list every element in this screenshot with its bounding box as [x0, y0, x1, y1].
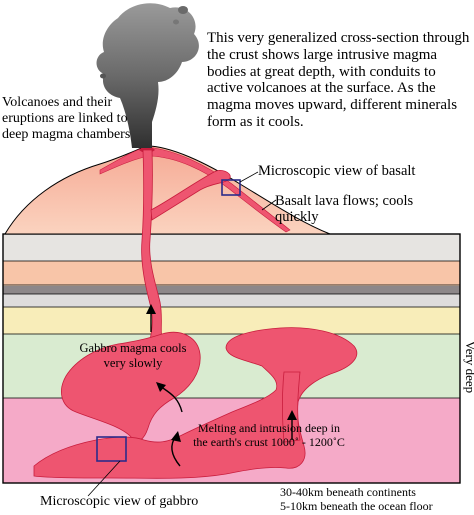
- side-conduit: [150, 170, 231, 221]
- stratum-upper-light-grey: [3, 234, 460, 261]
- ash-puff-icon: [100, 73, 106, 79]
- gabbro-leader-line: [87, 460, 121, 497]
- basalt-leader-line: [239, 171, 259, 183]
- stratum-lines: [3, 260, 460, 399]
- gabbro-magma-label: Gabbro magma cools very slowly: [79, 341, 187, 370]
- flow-arrow-icon: [287, 410, 297, 420]
- melting-note-label: Melting and intrusion deep in the earth'…: [193, 421, 345, 449]
- depth-note-ocean: 5-10km beneath the ocean floor: [280, 498, 433, 513]
- basalt-flow-leader-line: [261, 199, 277, 211]
- intrusion-stem: [282, 371, 301, 443]
- gabbro-view-label: Microscopic view of gabbro: [40, 494, 199, 509]
- basalt-sample-box-icon: [221, 179, 241, 196]
- lava-flow-right: [146, 146, 291, 233]
- basalt-view-label: Microscopic view of basalt: [258, 163, 416, 179]
- stratum-peach: [3, 261, 460, 285]
- flow-arrow-icon: [146, 304, 156, 314]
- description-text: This very generalized cross-section thro…: [207, 30, 470, 130]
- gabbro-sample-box-icon: [96, 436, 127, 462]
- stratum-dark-grey: [3, 286, 460, 294]
- depth-note-continents: 30-40km beneath continents: [280, 485, 416, 499]
- volcano: [4, 145, 331, 235]
- ash-puff-icon: [173, 19, 179, 25]
- flow-arrow-icon: [156, 382, 166, 392]
- depth-note: 30-40km beneath continents 5-10km beneat…: [280, 485, 433, 514]
- flow-arrowheads: [146, 304, 297, 442]
- flow-arrow-icon: [171, 431, 181, 442]
- stratum-pale-yellow: [3, 307, 460, 334]
- ash-puff-icon: [178, 6, 188, 14]
- magma-system: [33, 149, 358, 479]
- very-deep-label: Very deep: [463, 340, 474, 394]
- stratum-light-grey: [3, 294, 460, 307]
- volcano-note: Volcanoes and their eruptions are linked…: [2, 95, 131, 142]
- magnifier-boxes: [87, 171, 277, 497]
- ash-plume-icon: [96, 3, 199, 149]
- basalt-flows-label: Basalt lava flows; cools quickly: [275, 193, 414, 226]
